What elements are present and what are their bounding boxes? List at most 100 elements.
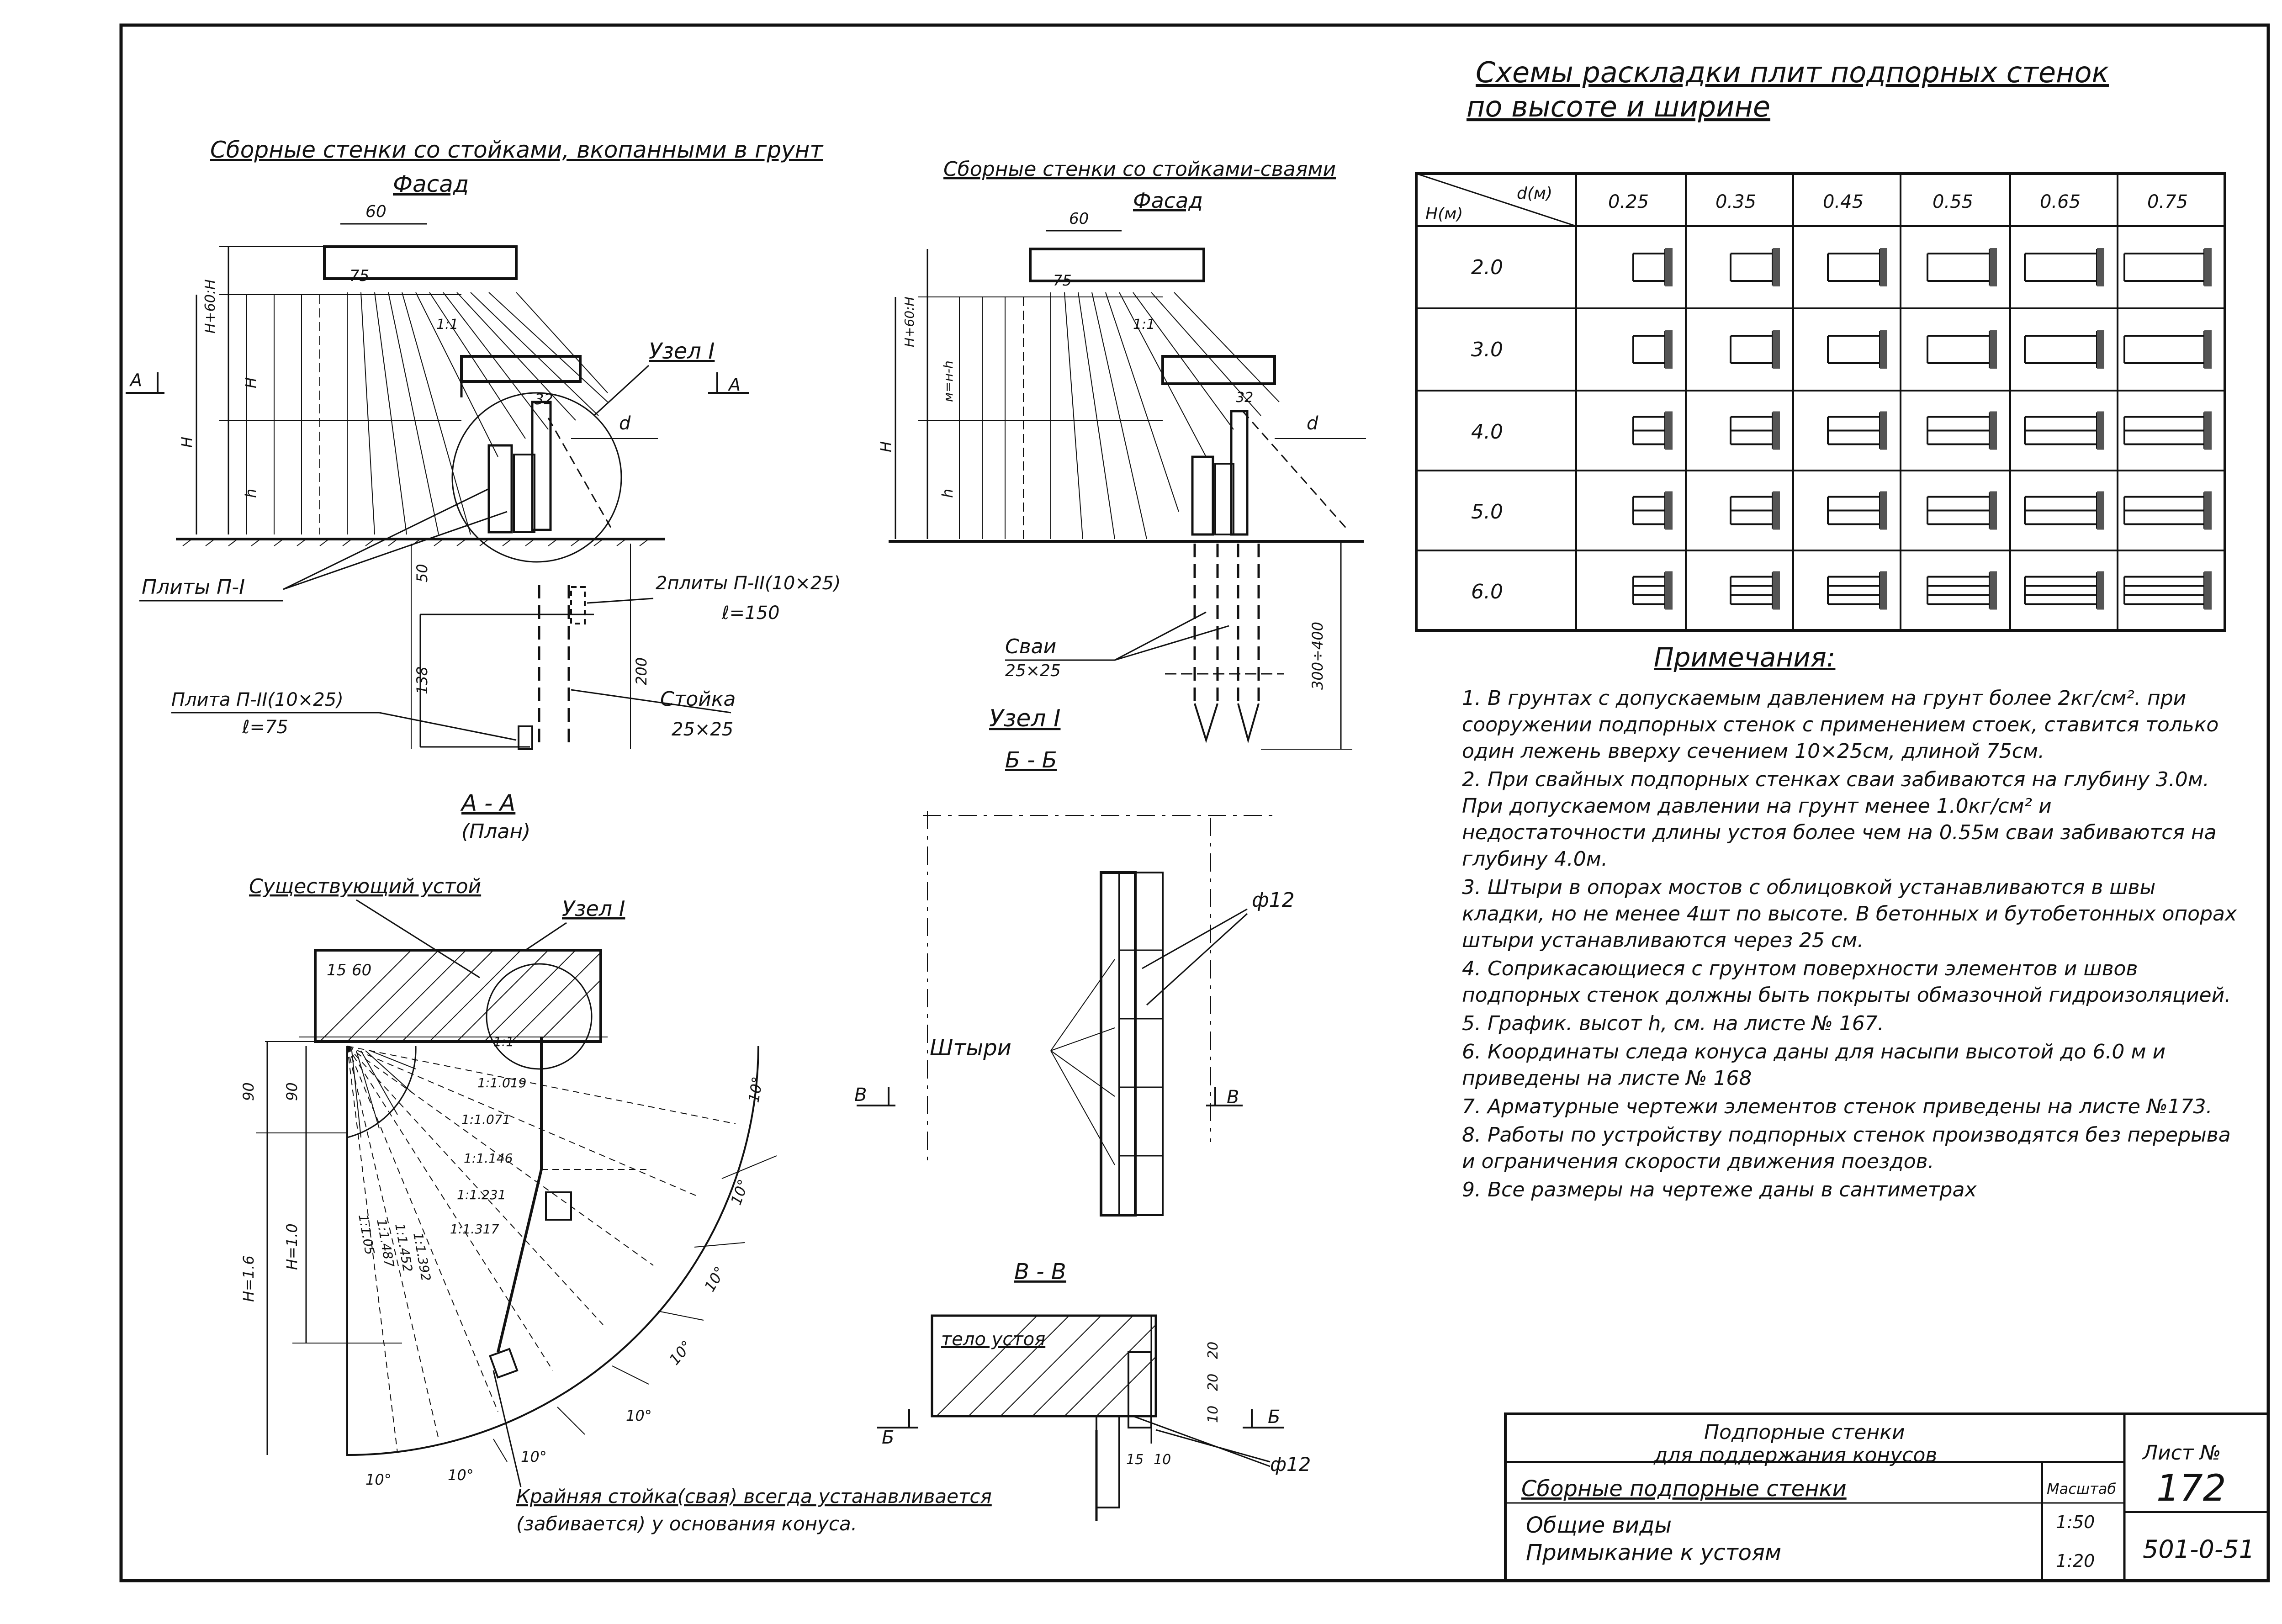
section-mark-b-right: Б: [1268, 1407, 1280, 1428]
row-60: 6.0: [1471, 580, 1503, 603]
plan-title: А - А: [460, 790, 515, 816]
layout-scheme-wall: [1665, 571, 1673, 610]
col-045: 0.45: [1823, 191, 1864, 212]
layout-scheme-cell: [1927, 249, 1991, 286]
stamp-line5: Примыкание к устоям: [1526, 1540, 1781, 1566]
notes-list: 1. В грунтах с допускаемым давлением на …: [1462, 685, 2239, 1205]
abutment-note-line1: Крайняя стойка(свая) всегда устанавливае…: [516, 1485, 992, 1508]
label-plate-p2-single: Плита П-II(10×25): [171, 689, 344, 710]
abutment-plan: Существующий устой Узел I 15 60: [240, 875, 992, 1535]
label-pin-dia2: ф12: [1270, 1453, 1311, 1476]
layout-scheme-cell: [1827, 412, 1881, 449]
slope-1: 1:1.019: [477, 1075, 526, 1090]
layout-scheme-wall: [1665, 411, 1673, 450]
dim-h16: Н=1.6: [240, 1255, 257, 1302]
stamp-sheet-label: Лист №: [2142, 1441, 2221, 1465]
layout-scheme-cell: [1927, 572, 1991, 609]
dim-50: 50: [413, 564, 431, 582]
col-055: 0.55: [1933, 191, 1973, 212]
table-header-d: d(м): [1517, 184, 1552, 203]
row-50: 5.0: [1471, 500, 1503, 524]
layout-scheme-cell: [1827, 249, 1881, 286]
label-abutment-node: Узел I: [562, 896, 625, 921]
title-block: Подпорные стенки для поддержания конусов…: [1504, 1412, 2270, 1582]
right-dim-75: 75: [1053, 272, 1072, 289]
label-pins: Штыри: [930, 1035, 1011, 1061]
section-mark-v-right: В: [1227, 1087, 1239, 1108]
layout-scheme-wall: [1773, 330, 1780, 369]
dim-d-left: d: [619, 413, 631, 434]
stamp-line2: для поддержания конусов: [1653, 1444, 1937, 1467]
col-075: 0.75: [2147, 191, 2188, 212]
layout-scheme-wall: [1990, 491, 1997, 530]
note-item: 5. График. высот h, см. на листе № 167.: [1462, 1012, 1884, 1035]
layout-scheme-cell: [1632, 572, 1666, 609]
vv-dim-20-b: 20: [1205, 1374, 1221, 1391]
label-existing-abutment: Существующий устой: [249, 875, 481, 898]
slope-0: 1:1: [493, 1034, 514, 1049]
sheet-frame: [119, 23, 2270, 1582]
label-piles: Сваи: [1005, 635, 1056, 658]
layout-scheme-cell: [1730, 249, 1774, 286]
node-label-left: Узел I: [649, 339, 715, 364]
stamp-line1: Подпорные стенки: [1704, 1421, 1905, 1444]
table-title-line1: Схемы раскладки плит подпорных стенок: [1476, 56, 2109, 89]
left-facade-subtitle: Фасад: [393, 171, 469, 197]
dim-h-upper: Н: [242, 377, 259, 388]
label-body: тело устоя: [941, 1329, 1045, 1350]
layout-scheme-wall: [1880, 571, 1887, 610]
left-facade: Сборные стенки со стойками, вкопанными в…: [126, 137, 824, 602]
stamp-scale2: 1:20: [2056, 1551, 2095, 1571]
right-dim-m: м=н-h: [941, 360, 956, 402]
layout-scheme-cell: [1927, 492, 1991, 529]
layout-scheme-wall: [1773, 248, 1780, 286]
layout-scheme-cell: [1730, 492, 1774, 529]
right-facade-subtitle: Фасад: [1133, 188, 1203, 213]
stamp-line3: Сборные подпорные стенки: [1521, 1476, 1847, 1502]
notes-title: Примечания:: [1654, 642, 1836, 673]
layout-scheme-cell: [1632, 249, 1666, 286]
layout-scheme-cell: [2123, 249, 2205, 286]
note-item: 8. Работы по устройству подпорных стенок…: [1462, 1123, 2231, 1173]
layout-scheme-wall: [1773, 571, 1780, 610]
angle-10-f: 10°: [521, 1448, 547, 1465]
layout-scheme-cell: [1827, 331, 1881, 368]
layout-scheme-wall: [2097, 248, 2104, 286]
layout-scheme-cell: [1632, 492, 1666, 529]
angle-10-h: 10°: [365, 1471, 392, 1488]
label-plates-p2-len: ℓ=150: [721, 603, 779, 624]
slope-4: 1:1.231: [457, 1187, 506, 1202]
dim-60: 60: [365, 202, 387, 221]
layout-scheme-wall: [1990, 411, 1997, 450]
plan-a-a: 50 138 200 2плиты П-II(10×25) ℓ=150 Плит…: [171, 544, 841, 843]
note-item: 3. Штыри в опорах мостов с облицовкой ус…: [1462, 876, 2237, 952]
vv-dim-20-a: 20: [1205, 1342, 1221, 1359]
layout-scheme-wall: [1880, 248, 1887, 286]
label-post: Стойка: [660, 688, 736, 711]
section-vv-title: В - В: [1014, 1259, 1066, 1285]
section-mark-a-right: А: [727, 375, 741, 395]
right-dim-pile-depth: 300÷400: [1309, 622, 1326, 690]
layout-scheme-cell: [1730, 412, 1774, 449]
layout-scheme-cell: [1632, 331, 1666, 368]
layout-scheme-cell: [1827, 492, 1881, 529]
right-dim-h-lower: h: [939, 489, 956, 498]
label-plates-p2: 2плиты П-II(10×25): [656, 573, 841, 594]
label-piles-size: 25×25: [1005, 661, 1061, 680]
stamp-scale-label: Масштаб: [2047, 1480, 2116, 1497]
layout-scheme-cell: [1927, 412, 1991, 449]
layout-scheme-wall: [2204, 491, 2212, 530]
abutment-note-line2: (забивается) у основания конуса.: [516, 1513, 857, 1535]
angle-10-a: 10°: [745, 1075, 766, 1104]
plan-subtitle: (План): [461, 820, 530, 843]
right-dim-d: d: [1307, 413, 1318, 434]
layout-schemes: [1632, 248, 2212, 610]
angle-10-e: 10°: [626, 1407, 652, 1424]
angle-10-d: 10°: [666, 1337, 696, 1368]
right-node-title: Узел I: [989, 705, 1060, 732]
layout-scheme-cell: [1632, 412, 1666, 449]
dim-h-lower: h: [242, 489, 259, 498]
right-facade: Сборные стенки со стойками-сваями Фасад …: [877, 158, 1366, 773]
vv-dim-10: 10: [1154, 1452, 1171, 1468]
layout-scheme-wall: [1990, 248, 1997, 286]
